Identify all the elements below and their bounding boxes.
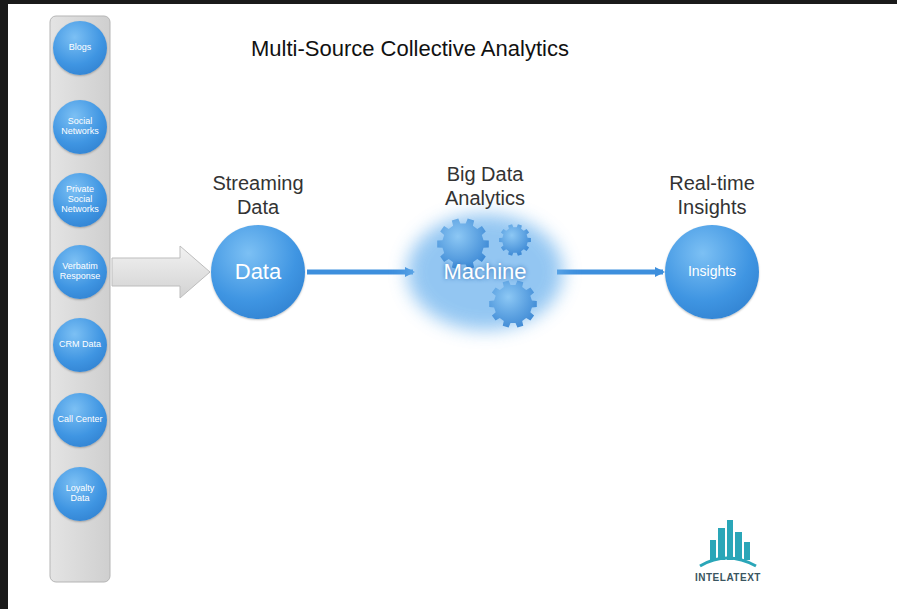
stage-heading: Big Data Analytics [420,162,550,210]
engine-label: Machine [443,260,526,284]
analytics-engine: Big Data AnalyticsMachine [415,220,555,324]
source-circle: Social Networks [53,100,107,154]
flow-arrow [557,270,663,275]
node-label: Social Networks [57,117,103,137]
node-label: Call Center [57,415,102,425]
logo-icon [700,520,756,566]
frame-edge [0,0,8,609]
node-label: Private Social Networks [57,185,103,215]
feed-arrow [112,246,210,298]
source-panel [50,16,110,582]
stage-circle: Real-time InsightsInsights [665,225,759,319]
stage-circle: Streaming DataData [211,225,305,319]
node-label: Data [235,260,281,284]
node-label: Verbatim Response [57,262,103,282]
node-label: Blogs [69,43,92,53]
diagram-title: Multi-Source Collective Analytics [251,36,569,62]
frame-edge [0,0,897,4]
stage-heading: Streaming Data [193,171,323,219]
source-circle: Loyalty Data [53,467,107,521]
node-label: CRM Data [59,340,101,350]
node-label: Loyalty Data [57,484,103,504]
source-circle: Blogs [53,21,107,75]
flow-arrow [307,270,413,275]
source-circle: Private Social Networks [53,173,107,227]
source-circle: Call Center [53,393,107,447]
source-circle: Verbatim Response [53,245,107,299]
stage-heading: Real-time Insights [647,171,777,219]
node-label: Insights [688,264,736,279]
logo-text: INTELATEXT [695,572,761,583]
source-circle: CRM Data [53,318,107,372]
